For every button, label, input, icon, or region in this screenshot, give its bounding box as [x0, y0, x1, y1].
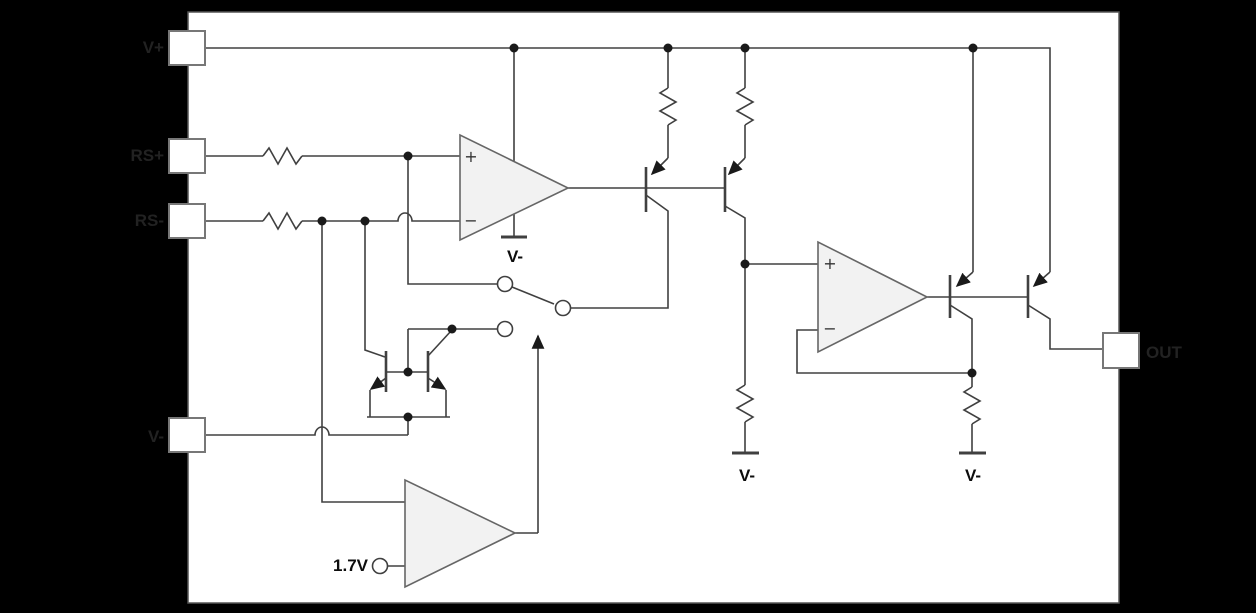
- switch-blade: [511, 286, 555, 305]
- mirror-right-emitter-arrow: [427, 376, 447, 390]
- pin-label-v-plus: V+: [142, 38, 164, 57]
- pin-label-v-minus: V-: [147, 427, 164, 446]
- rs-minus-drop-mirror: [364, 221, 386, 358]
- opamp1-rail-label: V-: [506, 247, 524, 266]
- q3-collector: [949, 304, 973, 373]
- rs-minus-drop-comparator: [321, 221, 405, 503]
- q2-emitter-arrow: [727, 157, 746, 176]
- mirror-left-emitter-arrow: [369, 376, 387, 390]
- opamp1-plus-sign: +: [464, 147, 478, 166]
- reference-terminal: [371, 557, 389, 575]
- pin-v-minus: [168, 417, 206, 453]
- feedback-to-switch-a: [407, 156, 497, 285]
- q1-emitter-arrow: [650, 157, 669, 176]
- opamp2-plus-sign: +: [823, 254, 837, 273]
- pin-out: [1102, 332, 1140, 369]
- rs-minus-wire2-hop: [302, 212, 460, 222]
- opamp2-feedback: [796, 329, 972, 374]
- pin-v-plus: [168, 30, 206, 66]
- switch-terminal-b: [554, 299, 572, 317]
- resistor-r1: [658, 87, 678, 126]
- v-minus-wire-hop: [204, 426, 408, 436]
- opamp1-body: [459, 133, 570, 242]
- mirror-right-collector: [427, 330, 452, 357]
- q4-emitter-arrow: [1032, 271, 1051, 288]
- wires: [204, 47, 1103, 567]
- pin-label-rs-plus: RS+: [130, 146, 164, 165]
- reference-voltage-label: 1.7V: [333, 556, 368, 575]
- pin-label-out: OUT: [1146, 343, 1182, 362]
- resistor-rs-plus: [262, 146, 303, 166]
- resistor-rs-minus: [262, 211, 303, 231]
- resistor-mid: [735, 384, 755, 423]
- switch-terminal-a: [496, 275, 514, 293]
- opamp2-minus-sign: −: [823, 319, 837, 338]
- pin-rs-plus: [168, 138, 206, 174]
- switch-terminal-c: [496, 320, 514, 338]
- junction-dots: [317, 43, 978, 422]
- comparator-body: [404, 478, 517, 589]
- pins: [168, 30, 1140, 453]
- q1-collector: [571, 194, 669, 309]
- mid-rail-label: V-: [738, 466, 756, 485]
- resistor-r4: [962, 386, 982, 425]
- opamp1-minus-sign: −: [464, 211, 478, 230]
- resistor-r2: [735, 87, 755, 126]
- pin-label-rs-minus: RS-: [134, 211, 164, 230]
- v-plus-rail: [204, 47, 1051, 272]
- opamp2-body: [817, 240, 929, 354]
- q4-collector-out-wire: [1027, 304, 1103, 350]
- pin-rs-minus: [168, 203, 206, 239]
- q2-collector: [724, 205, 746, 385]
- output-rail-label: V-: [964, 466, 982, 485]
- q3-emitter-arrow: [955, 271, 974, 288]
